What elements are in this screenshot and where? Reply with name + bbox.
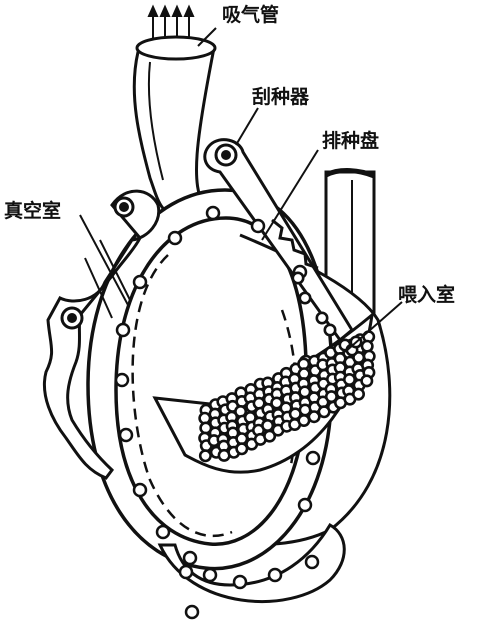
seed xyxy=(291,271,305,285)
flange-hole xyxy=(182,550,198,566)
seed-mass xyxy=(198,271,376,463)
seed xyxy=(198,449,212,463)
flange-hole xyxy=(115,322,131,338)
scraper-teeth xyxy=(271,218,319,270)
label-seed-plate: 排种盘 xyxy=(322,130,380,152)
seed xyxy=(360,374,374,388)
vacuum-boundary xyxy=(131,254,233,538)
label-feed-chamber: 喂入室 xyxy=(398,284,456,306)
seed xyxy=(360,339,374,353)
seed xyxy=(315,311,329,325)
bottom-ring-segment xyxy=(157,522,346,604)
flange-hole xyxy=(167,230,183,246)
label-seed-scraper: 刮种器 xyxy=(252,86,310,108)
leader-lines xyxy=(79,27,403,353)
mounting-bracket xyxy=(42,189,161,480)
label-suction-pipe: 吸气管 xyxy=(222,4,280,26)
label-vacuum-chamber: 真空室 xyxy=(4,200,62,222)
flange-hole xyxy=(305,450,321,466)
flange-hole xyxy=(132,274,148,290)
flange-hole xyxy=(250,218,266,234)
seed xyxy=(298,291,312,305)
flange-hole xyxy=(155,524,171,540)
seed xyxy=(235,442,249,456)
seed xyxy=(351,387,365,401)
flange-hole xyxy=(232,574,248,590)
flange-hole xyxy=(132,482,148,498)
suction-pipe xyxy=(132,35,217,220)
seed xyxy=(307,410,321,424)
flange-hole xyxy=(267,567,283,583)
seed xyxy=(323,323,337,337)
flange-hole xyxy=(297,497,313,513)
seed xyxy=(263,429,277,443)
flange-hole xyxy=(114,372,130,388)
flange-hole xyxy=(202,567,218,583)
seed xyxy=(261,418,275,432)
flange-hole xyxy=(205,205,221,221)
flange-hole xyxy=(178,564,194,580)
flange-hole xyxy=(184,604,200,620)
flange-hole xyxy=(304,554,320,570)
seed xyxy=(297,413,311,427)
flange-hole xyxy=(118,427,134,443)
